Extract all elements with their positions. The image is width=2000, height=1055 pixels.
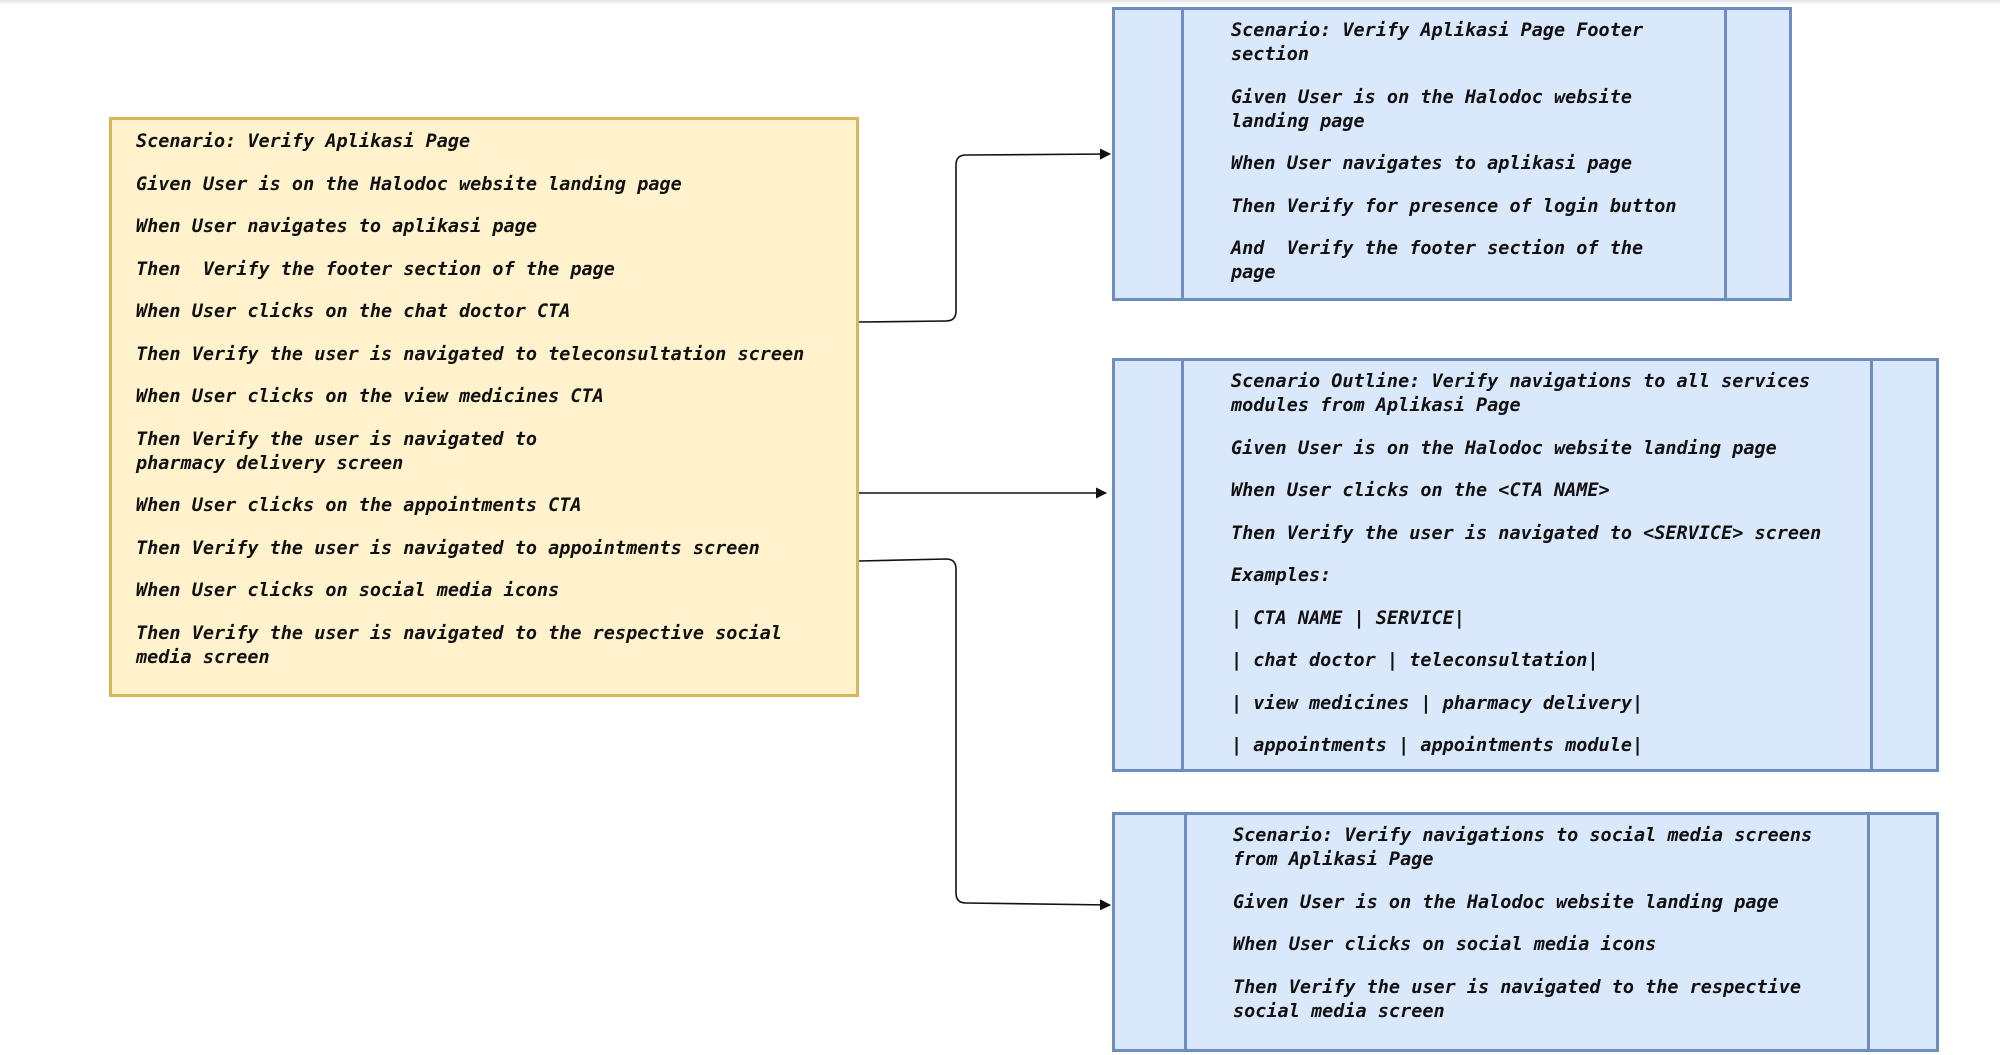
social-line-given: Given User is on the Halodoc website lan… [1233,891,1779,913]
main-line-when-navigate: When User navigates to aplikasi page [136,216,537,237]
services-example-row: | appointments | appointments module| [1231,735,1644,756]
footer-line-then: Then Verify for presence of login button [1231,195,1677,217]
services-line-then: Then Verify the user is navigated to <SE… [1231,522,1822,544]
process-left-bar [1181,10,1184,298]
services-line-when: When User clicks on the <CTA NAME> [1231,480,1610,501]
services-line-given: Given User is on the Halodoc website lan… [1231,437,1777,459]
main-line-then-pharmacy: Then Verify the user is navigated to pha… [136,428,537,474]
services-outline-text: Scenario Outline: Verify navigations to … [1231,370,1821,777]
services-line-scenario-outline: Scenario Outline: Verify navigations to … [1231,371,1811,416]
services-line-examples: Examples: [1231,565,1332,586]
connector-to-social-scenario [858,558,1112,911]
main-line-when-chat: When User clicks on the chat doctor CTA [136,301,571,322]
footer-scenario-text: Scenario: Verify Aplikasi Page Footer se… [1231,19,1677,304]
services-outline-box: Scenario Outline: Verify navigations to … [1112,358,1939,772]
social-line-when: When User clicks on social media icons [1233,934,1657,955]
social-scenario-text: Scenario: Verify navigations to social m… [1233,824,1812,1042]
services-example-row: | chat doctor | teleconsultation| [1231,650,1599,671]
main-line-then-teleconsultation: Then Verify the user is navigated to tel… [136,343,805,365]
process-right-bar [1870,361,1873,769]
main-line-then-social: Then Verify the user is navigated to the… [136,622,783,668]
top-edge [0,0,2000,2]
process-left-bar [1181,361,1184,769]
connector-to-footer-scenario [858,148,1112,323]
footer-line-given: Given User is on the Halodoc website lan… [1231,86,1632,132]
footer-line-when: When User navigates to aplikasi page [1231,153,1632,174]
main-line-when-social: When User clicks on social media icons [136,580,560,601]
footer-line-and: And Verify the footer section of the pag… [1231,238,1644,283]
main-scenario-box: Scenario: Verify Aplikasi Page Given Use… [109,117,859,697]
footer-scenario-box: Scenario: Verify Aplikasi Page Footer se… [1112,7,1792,301]
social-scenario-box: Scenario: Verify navigations to social m… [1112,812,1939,1052]
main-line-scenario: Scenario: Verify Aplikasi Page [136,131,471,152]
social-line-scenario: Scenario: Verify navigations to social m… [1233,825,1813,870]
main-line-when-appointments: When User clicks on the appointments CTA [136,495,582,516]
process-right-bar [1724,10,1727,298]
footer-line-scenario: Scenario: Verify Aplikasi Page Footer se… [1231,20,1644,65]
main-line-then-footer: Then Verify the footer section of the pa… [136,258,615,280]
process-right-bar [1867,815,1870,1049]
social-line-then: Then Verify the user is navigated to the… [1233,976,1802,1022]
services-example-row: | view medicines | pharmacy delivery| [1231,692,1644,714]
main-line-then-appointments: Then Verify the user is navigated to app… [136,537,760,559]
main-line-given: Given User is on the Halodoc website lan… [136,173,682,195]
process-left-bar [1184,815,1187,1049]
main-line-when-medicines: When User clicks on the view medicines C… [136,386,604,407]
services-examples-header: | CTA NAME | SERVICE| [1231,607,1465,629]
